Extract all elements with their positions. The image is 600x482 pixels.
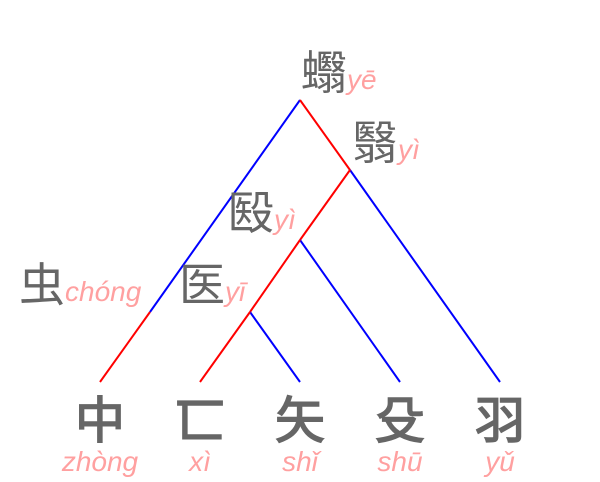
- edge-yi1-to-yu: [349, 169, 501, 383]
- edge-yi3-to-xi: [199, 311, 251, 383]
- leaf-hanzi: 中: [75, 392, 125, 450]
- node-yi-1: 翳yì: [352, 120, 420, 166]
- leaf-pinyin: shǐ: [282, 446, 318, 477]
- leaf-hanzi: 匸: [175, 392, 225, 450]
- leaf-hanzi: 矢: [275, 392, 325, 450]
- leaf-hanzi: 殳: [375, 392, 425, 450]
- node-hanzi: 虫: [19, 258, 65, 312]
- node-yi-2: 殹yì: [228, 190, 296, 236]
- node-hanzi: 殹: [228, 186, 274, 240]
- node-pinyin: yì: [274, 204, 296, 235]
- node-pinyin: yī: [225, 276, 246, 307]
- node-pinyin: chóng: [65, 276, 142, 307]
- node-hanzi: 医: [179, 258, 225, 312]
- node-pinyin: yē: [347, 64, 377, 95]
- leaf-pinyin: yǔ: [485, 446, 515, 477]
- edge-yi2-to-yi3: [249, 239, 301, 313]
- node-yi-3: 医yī: [179, 262, 245, 308]
- node-pinyin: yì: [398, 134, 420, 165]
- node-hanzi: 蠮: [301, 46, 347, 100]
- node-root: 蠮yē: [301, 50, 377, 96]
- node-hanzi: 翳: [352, 116, 398, 170]
- leaf-hanzi: 羽: [475, 392, 525, 450]
- edge-yi3-to-shi: [249, 311, 301, 383]
- leaf-pinyin: shū: [377, 446, 423, 477]
- leaf-pinyin: zhòng: [61, 446, 139, 477]
- edge-yi2-to-shu: [299, 239, 401, 383]
- edge-chong-to-zhong: [99, 311, 151, 383]
- node-chong: 虫chóng: [19, 262, 141, 308]
- edge-root-to-yi1: [299, 99, 351, 171]
- leaf-pinyin: xì: [189, 446, 211, 477]
- edge-root-to-chong: [149, 99, 301, 313]
- edge-yi1-to-yi2: [299, 169, 351, 241]
